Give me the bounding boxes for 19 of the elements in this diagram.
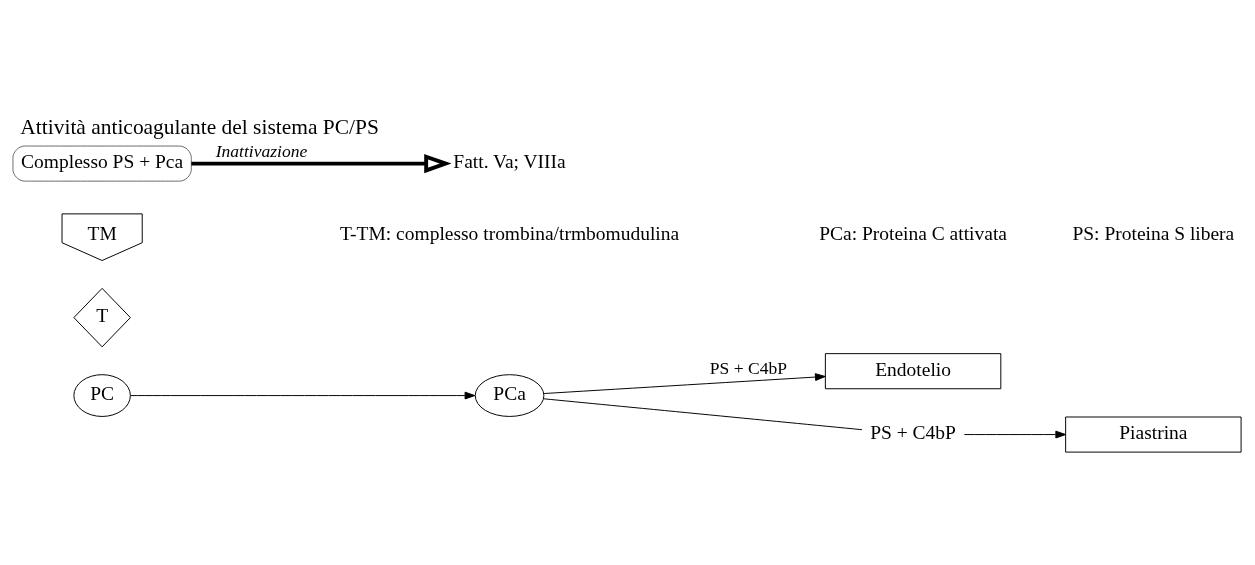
edge-label: Inattivazione <box>215 141 308 162</box>
label: PCa: Proteina C attivata <box>819 222 1007 244</box>
arrow <box>130 391 476 400</box>
arrow <box>543 373 826 394</box>
node-box: Complesso PS + Pca <box>12 145 192 182</box>
diagram-title: Attività anticoagulante del sistema PC/PS <box>20 114 379 139</box>
node-text: PS + C4bP <box>870 422 956 444</box>
node-text: Fatt. Va; VIIIa <box>453 151 566 173</box>
node-box: Endotelio <box>824 353 1002 390</box>
arrow <box>191 154 452 174</box>
node-box: Piastrina <box>1065 416 1242 453</box>
connector <box>543 398 863 431</box>
node-diamond: T <box>73 287 131 348</box>
node-ellipse: PC <box>73 374 131 417</box>
node-ellipse: PCa <box>474 374 545 417</box>
arrow <box>963 430 1067 439</box>
edge-label: PS + C4bP <box>709 357 787 378</box>
label: T-TM: complesso trombina/trmbomudulina <box>339 222 680 244</box>
label: PS: Proteina S libera <box>1072 222 1235 244</box>
